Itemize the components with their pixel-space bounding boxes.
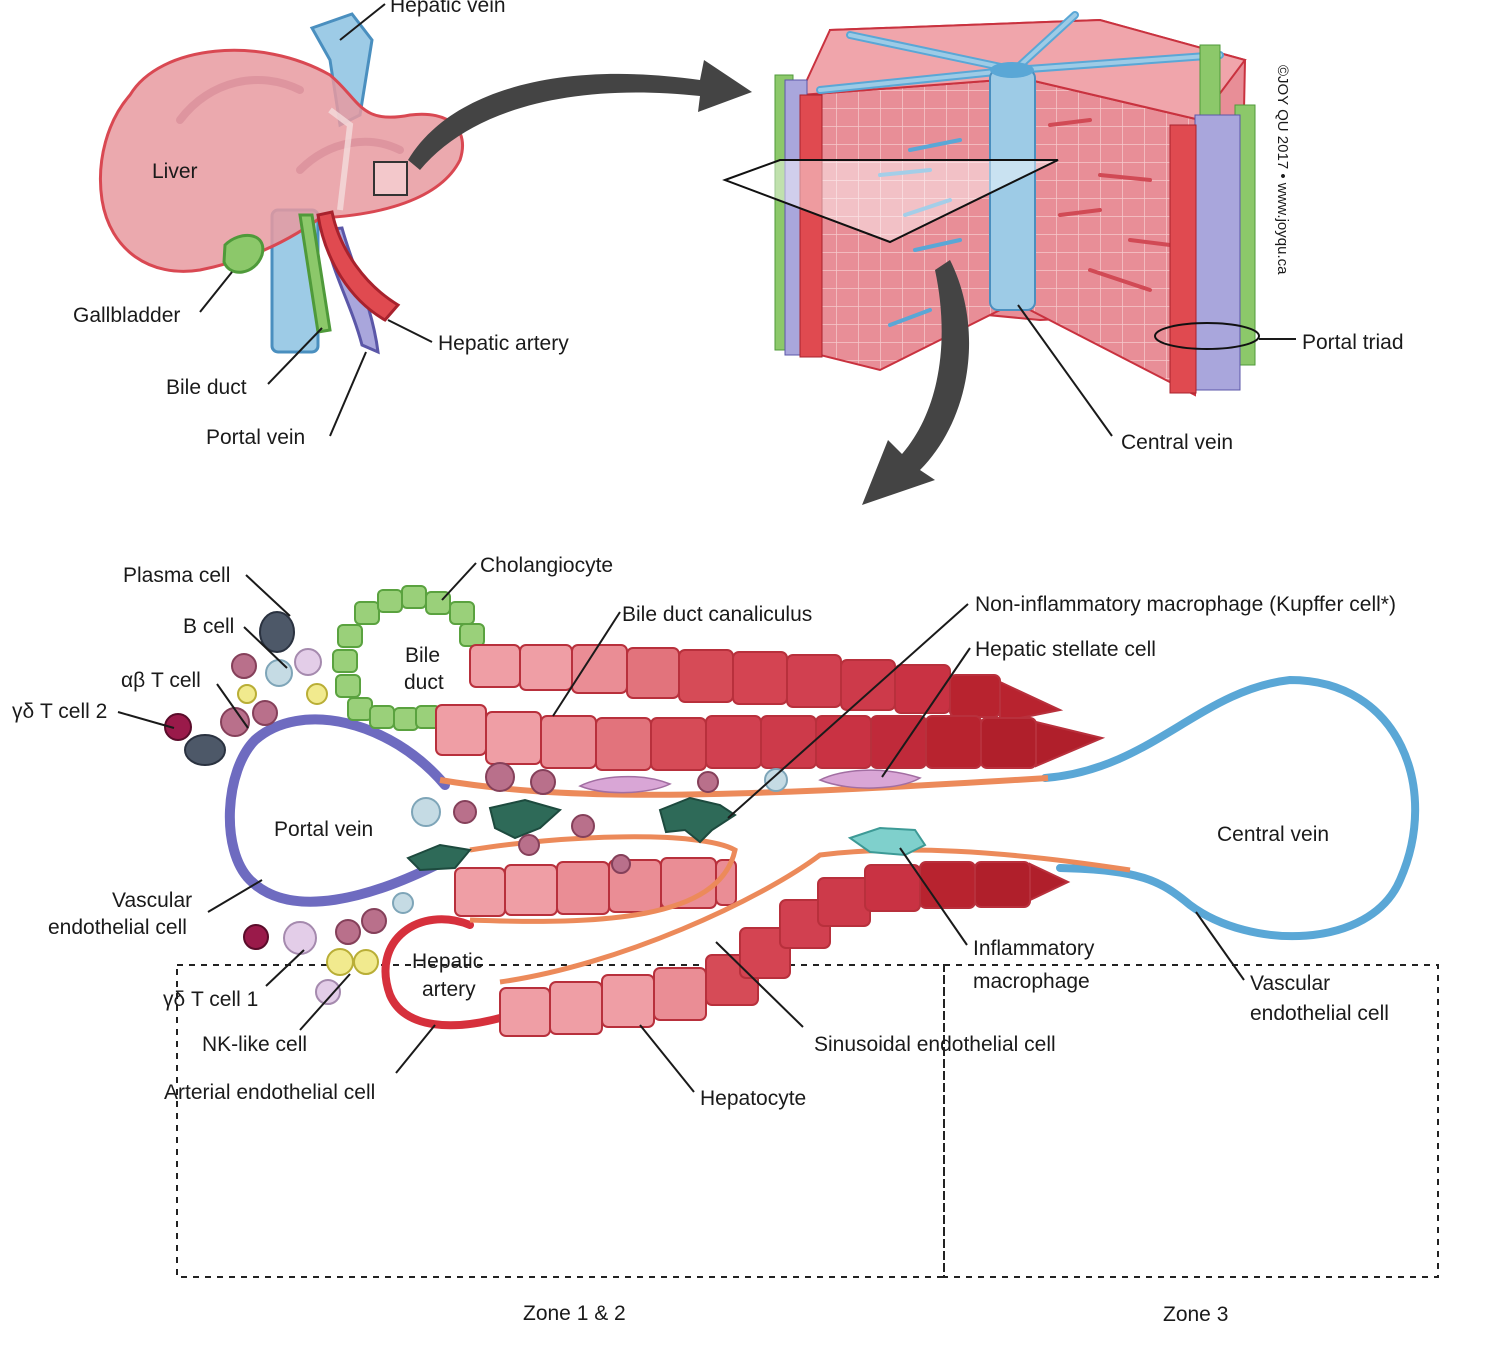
label-ab-t-cell: αβ T cell xyxy=(121,669,201,692)
label-cholangiocyte: Cholangiocyte xyxy=(480,554,613,577)
kupffer-cell-3 xyxy=(406,843,472,872)
label-vascular-endo-left-1: Vascular xyxy=(112,889,192,912)
label-bile-duct-canaliculus: Bile duct canaliculus xyxy=(622,603,812,626)
plasma-cell-2 xyxy=(184,734,226,766)
label-kupffer: Non-inflammatory macrophage (Kupffer cel… xyxy=(975,593,1396,616)
label-central-vein: Central vein xyxy=(1217,823,1329,846)
sample-box xyxy=(373,161,408,196)
nk-like-cell xyxy=(326,948,354,976)
label-b-cell: B cell xyxy=(183,615,234,638)
kupffer-cell xyxy=(658,796,737,844)
label-hepatic-artery: Hepatic artery xyxy=(438,332,569,355)
stellate-cell xyxy=(818,769,922,789)
label-plasma-cell: Plasma cell xyxy=(123,564,230,587)
label-portal-vein: Portal vein xyxy=(206,426,305,449)
label-zone-1-2: Zone 1 & 2 xyxy=(523,1302,626,1325)
label-liver: Liver xyxy=(152,160,198,183)
sinusoidal-endothelium-mid xyxy=(469,834,738,924)
kupffer-cell-2 xyxy=(488,798,563,840)
plasma-cell xyxy=(259,611,295,653)
label-stellate: Hepatic stellate cell xyxy=(975,638,1156,661)
label-gallbladder: Gallbladder xyxy=(73,304,180,327)
arrow-to-sinusoid xyxy=(862,260,970,505)
sinusoid-section: Plasma cell B cell αβ T cell γδ T cell 2… xyxy=(12,554,1439,1326)
label-hepatic-artery: Hepatic xyxy=(412,950,483,973)
gd-t-cell-2 xyxy=(164,713,192,741)
bile-duct-ring xyxy=(332,585,485,731)
hepatocyte-plate-bottom xyxy=(499,861,1071,1037)
hepatocyte-plate-lower xyxy=(454,857,737,917)
label-hepatic-vein: Hepatic vein xyxy=(390,0,506,17)
label-arterial-endo: Arterial endothelial cell xyxy=(164,1081,375,1104)
label-bile-duct-2: duct xyxy=(404,671,444,694)
liver-overview: Hepatic vein Liver Gallbladder Bile duct… xyxy=(73,0,569,449)
lobule-block: ©JOY QU 2017 • www.joyqu.ca Portal triad… xyxy=(722,11,1404,454)
label-bile-duct-1: Bile xyxy=(405,644,440,667)
label-nk-like: NK-like cell xyxy=(202,1033,307,1056)
portal-vein-loop xyxy=(224,714,455,907)
label-sinusoidal-endo: Sinusoidal endothelial cell xyxy=(814,1033,1056,1056)
immune-cells xyxy=(164,611,788,1005)
label-bile-duct: Bile duct xyxy=(166,376,247,399)
label-gd-t-cell-1: γδ T cell 1 xyxy=(163,988,258,1011)
label-hepatic-artery-2: artery xyxy=(422,978,476,1001)
zone-3-box xyxy=(943,964,1439,1278)
b-cell xyxy=(265,659,293,687)
label-zone-3: Zone 3 xyxy=(1163,1303,1228,1326)
label-inflammatory-1: Inflammatory xyxy=(973,937,1095,960)
label-vascular-endo-left-2: endothelial cell xyxy=(48,916,187,939)
label-vascular-endo-right-1: Vascular xyxy=(1250,972,1330,995)
sinusoidal-endothelium-bottom xyxy=(499,847,1131,985)
inflammatory-macrophage xyxy=(847,826,927,857)
label-vascular-endo-right-2: endothelial cell xyxy=(1250,1002,1389,1025)
gallbladder-shape xyxy=(222,233,265,274)
label-central-vein-lobule: Central vein xyxy=(1121,431,1233,454)
hepatic-artery-loop xyxy=(381,915,504,1030)
label-hepatocyte: Hepatocyte xyxy=(700,1087,806,1110)
label-inflammatory-2: macrophage xyxy=(973,970,1090,993)
label-gd-t-cell-2: γδ T cell 2 xyxy=(12,700,107,723)
arrow-to-lobule xyxy=(408,60,752,170)
hepatic-artery-vessel xyxy=(316,210,401,322)
bile-duct-vessel xyxy=(298,213,332,334)
label-portal-vein: Portal vein xyxy=(274,818,373,841)
hepatocyte-plate-top xyxy=(469,644,1064,724)
label-portal-triad: Portal triad xyxy=(1302,331,1404,354)
central-vein-loop xyxy=(1041,675,1420,941)
copyright: ©JOY QU 2017 • www.joyqu.ca xyxy=(1274,65,1291,275)
gd-t-cell-1 xyxy=(283,921,317,955)
